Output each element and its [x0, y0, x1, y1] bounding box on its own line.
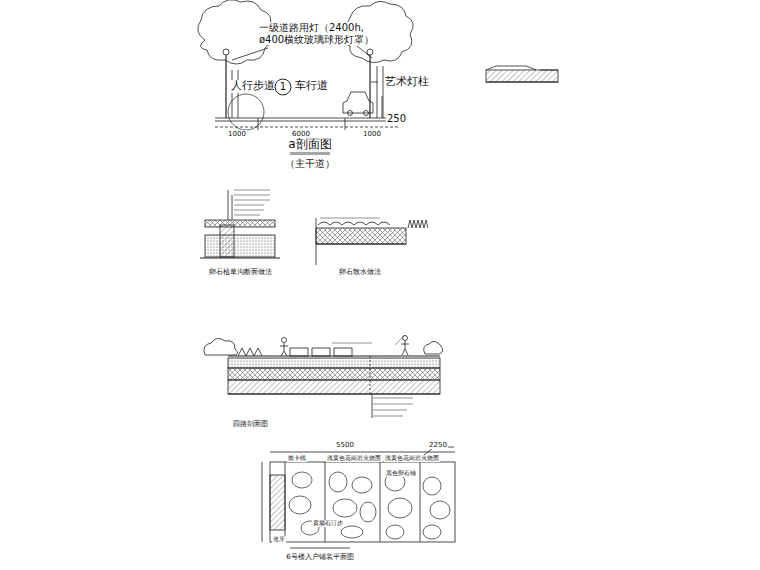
annotation-label: 1000: [227, 130, 247, 138]
annotation-label: 250: [386, 113, 407, 125]
annotation-label: 园路剖面图: [232, 420, 269, 428]
annotation-label: a剖面图: [287, 138, 332, 152]
annotation-label: 卵石植草沟断面做法: [208, 268, 273, 276]
annotation-label: 嵌卡线: [287, 455, 307, 462]
annotation-label: 车行道: [294, 80, 329, 93]
annotation-label: 浅黄色花岗岩火烧面: [384, 455, 440, 462]
annotation-label: 黑色卵石铺: [385, 470, 417, 477]
annotation-label: 道牙: [272, 536, 286, 543]
annotation-label: 6号楼入户铺装平面图: [285, 553, 354, 561]
marker-number: 1: [274, 82, 292, 92]
annotation-label: 艺术灯柱: [384, 76, 430, 89]
annotation-label: （主干道）: [284, 158, 336, 170]
section-marker: 1: [274, 78, 292, 96]
annotation-label: 2250: [428, 441, 448, 449]
annotation-label: 6000: [291, 130, 311, 138]
annotation-label: 5500: [335, 441, 355, 449]
annotation-label: 黄腊石汀步: [312, 520, 344, 527]
annotation-label: 浅黄色花岗岩火烧面: [326, 455, 382, 462]
annotation-label: 1000: [362, 130, 382, 138]
annotation-label: 卵石散水做法: [338, 268, 382, 276]
annotation-label: 人行步道: [230, 80, 276, 93]
annotation-label: 一级道路用灯（2400h, ø400横纹玻璃球形灯罩）: [258, 22, 378, 45]
